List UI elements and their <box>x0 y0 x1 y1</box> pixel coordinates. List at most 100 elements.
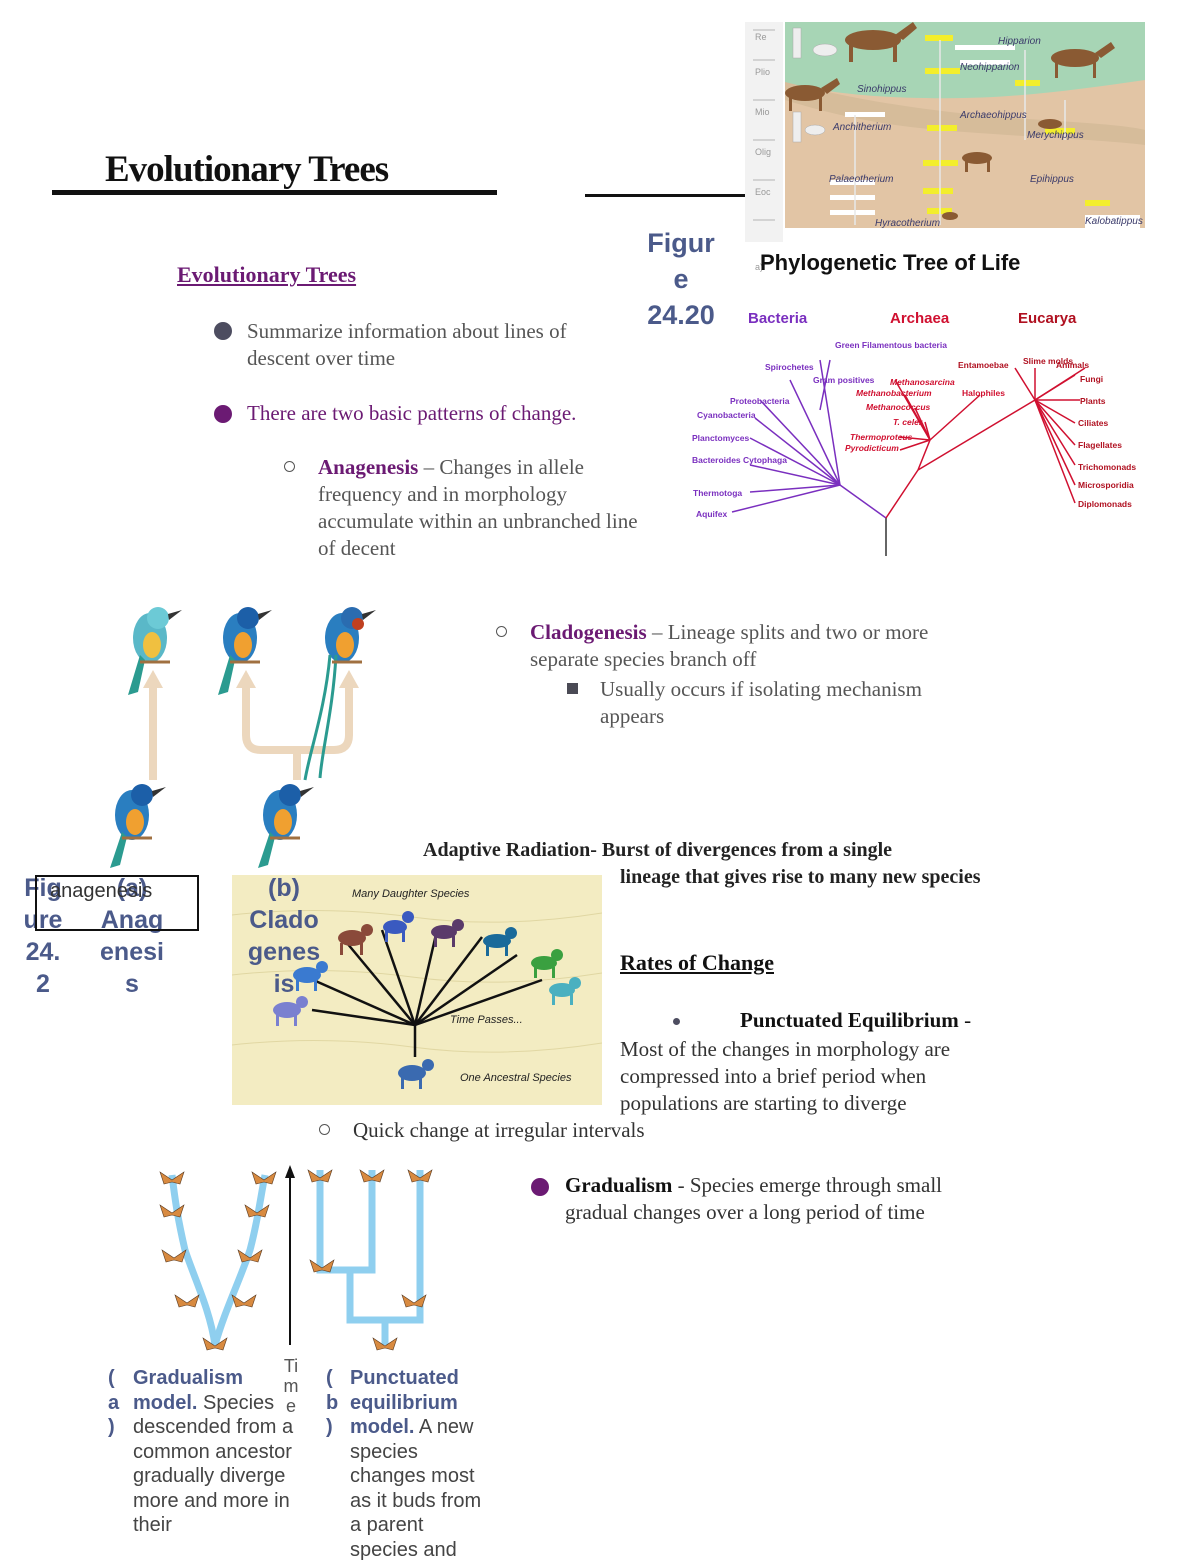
svg-text:Aquifex: Aquifex <box>696 509 727 519</box>
bird-icon-top-a <box>128 607 182 695</box>
svg-text:Green Filamentous bacteria: Green Filamentous bacteria <box>835 340 947 350</box>
punctuated-text: Most of the changes in morphology are co… <box>620 1037 951 1115</box>
svg-text:Ciliates: Ciliates <box>1078 418 1109 428</box>
svg-text:Eoc: Eoc <box>755 187 771 197</box>
svg-text:Halophiles: Halophiles <box>962 388 1005 398</box>
sub-bullet-ring <box>496 626 507 637</box>
moth-icons <box>159 1169 433 1351</box>
horse-icons <box>785 22 1115 220</box>
title-rule <box>52 190 497 195</box>
adaptive-radiation-line: Adaptive Radiation- Burst of divergences… <box>423 839 893 861</box>
bullet-dot <box>214 322 232 340</box>
sub-bullet-ring <box>319 1124 330 1135</box>
svg-text:T. celer: T. celer <box>893 417 923 427</box>
sub-bullet-ring <box>284 461 295 472</box>
svg-text:Animals: Animals <box>1056 360 1089 370</box>
punctuated-branches <box>316 1170 424 1345</box>
svg-text:Slime molds: Slime molds <box>1023 356 1073 366</box>
radiation-bottom-label: One Ancestral Species <box>460 1072 572 1084</box>
domain-archaea-label: Archaea <box>890 310 950 327</box>
bullet-summarize: Summarize information about lines of des… <box>247 319 567 370</box>
svg-text:Mio: Mio <box>755 107 770 117</box>
page-title: Evolutionary Trees <box>105 149 389 190</box>
svg-text:Re: Re <box>755 32 767 42</box>
svg-text:Sinohippus: Sinohippus <box>857 84 906 95</box>
punctuated-model-caption: Punctuated equilibrium model. A new spec… <box>350 1367 482 1561</box>
moth-rates-figure <box>159 1165 433 1351</box>
svg-text:Thermoproteus: Thermoproteus <box>850 432 913 442</box>
svg-text:Kalobatippus: Kalobatippus <box>1085 216 1143 227</box>
anagenesis-box-text: anagenesis <box>50 880 153 902</box>
eucarya-labels: Entamoebae Slime molds Animals Fungi Pla… <box>958 356 1136 509</box>
gradualism-branches <box>168 1174 269 1346</box>
archaea-eucarya-branches <box>885 367 1086 519</box>
svg-text:Microsporidia: Microsporidia <box>1078 480 1134 490</box>
adaptive-radiation-figure: Many Daughter Species Time Passes... One… <box>232 875 602 1105</box>
bullet-dot <box>673 1018 680 1025</box>
svg-text:Spirochetes: Spirochetes <box>765 362 814 372</box>
section-heading: Evolutionary Trees <box>177 262 357 287</box>
svg-text:Cyanobacteria: Cyanobacteria <box>697 410 756 420</box>
svg-text:Gram positives: Gram positives <box>813 375 875 385</box>
radiation-mid-label: Time Passes... <box>450 1014 523 1026</box>
gradualism-model-caption: Gradualism model. Species descended from… <box>133 1367 294 1536</box>
svg-text:Flagellates: Flagellates <box>1078 440 1122 450</box>
svg-text:Methanococcus: Methanococcus <box>866 402 931 412</box>
figure-24-20-label: Figur e 24.20 <box>647 228 715 330</box>
svg-text:Fungi: Fungi <box>1080 374 1103 384</box>
clado-sub-bullet: Usually occurs if isolating mechanism ap… <box>600 677 922 728</box>
sub-sub-bullet-square <box>567 683 578 694</box>
bird-icon-top-c <box>303 607 376 781</box>
phylo-tree-title: Phylogenetic Tree of Life <box>760 250 1021 275</box>
svg-text:Diplomonads: Diplomonads <box>1078 499 1132 509</box>
bullet-two-patterns: There are two basic patterns of change. <box>247 401 577 425</box>
archaea-labels: Methanosarcina Methanobacterium Methanoc… <box>845 377 1005 453</box>
bacteria-labels: Green Filamentous bacteria Spirochetes G… <box>692 340 947 519</box>
svg-text:Bacteroides Cytophaga: Bacteroides Cytophaga <box>692 455 787 465</box>
svg-text:Methanosarcina: Methanosarcina <box>890 377 955 387</box>
bird-icon-top-b <box>218 607 272 695</box>
anagenesis-bullet: Anagenesis – Changes in allele frequency… <box>318 455 638 560</box>
svg-text:Proteobacteria: Proteobacteria <box>730 396 790 406</box>
punctuated-term: Punctuated Equilibrium - <box>740 1008 972 1032</box>
bullet-dot <box>531 1178 549 1196</box>
bird-icon-bottom-b <box>258 784 314 868</box>
svg-text:Epihippus: Epihippus <box>1030 174 1074 185</box>
anagenesis-text-box <box>35 875 199 931</box>
svg-text:Hipparion: Hipparion <box>998 36 1041 47</box>
phylogenetic-tree-figure: Bacteria Archaea Eucarya Green Filamento… <box>692 310 1136 556</box>
caption-a-marker: (a) <box>108 1367 120 1438</box>
rates-heading: Rates of Change <box>620 950 774 975</box>
bird-speciation-figure <box>110 607 376 868</box>
svg-text:Merychippus: Merychippus <box>1027 130 1084 141</box>
bacteria-branches <box>731 359 887 519</box>
svg-text:Olig: Olig <box>755 147 771 157</box>
gradualism-bullet: Gradualism - Species emerge through smal… <box>565 1173 942 1224</box>
svg-text:Archaeohippus: Archaeohippus <box>959 110 1027 121</box>
svg-text:Neohipparion: Neohipparion <box>960 62 1020 73</box>
domain-eucarya-label: Eucarya <box>1018 310 1077 327</box>
radiation-branches <box>301 929 543 1057</box>
svg-text:Thermotoga: Thermotoga <box>693 488 742 498</box>
svg-text:Entamoebae: Entamoebae <box>958 360 1009 370</box>
radiation-top-label: Many Daughter Species <box>352 888 470 900</box>
bird-icon-bottom-a <box>110 784 166 868</box>
punctuated-sub: Quick change at irregular intervals <box>353 1118 645 1142</box>
svg-text:Pyrodicticum: Pyrodicticum <box>845 443 899 453</box>
svg-text:Planctomyces: Planctomyces <box>692 433 749 443</box>
lineage-arrows <box>149 685 353 780</box>
caption-b-marker: (b) <box>326 1367 339 1438</box>
svg-text:Plio: Plio <box>755 67 770 77</box>
adaptive-radiation-rest: lineage that gives rise to many new spec… <box>620 866 981 888</box>
bullet-dot <box>214 405 232 423</box>
svg-text:Methanobacterium: Methanobacterium <box>856 388 932 398</box>
svg-text:Trichomonads: Trichomonads <box>1078 462 1136 472</box>
svg-text:Hyracotherium: Hyracotherium <box>875 218 940 229</box>
cladogenesis-bullet: Cladogenesis – Lineage splits and two or… <box>530 620 929 671</box>
title-rule-right <box>585 194 745 197</box>
svg-text:Plants: Plants <box>1080 396 1106 406</box>
